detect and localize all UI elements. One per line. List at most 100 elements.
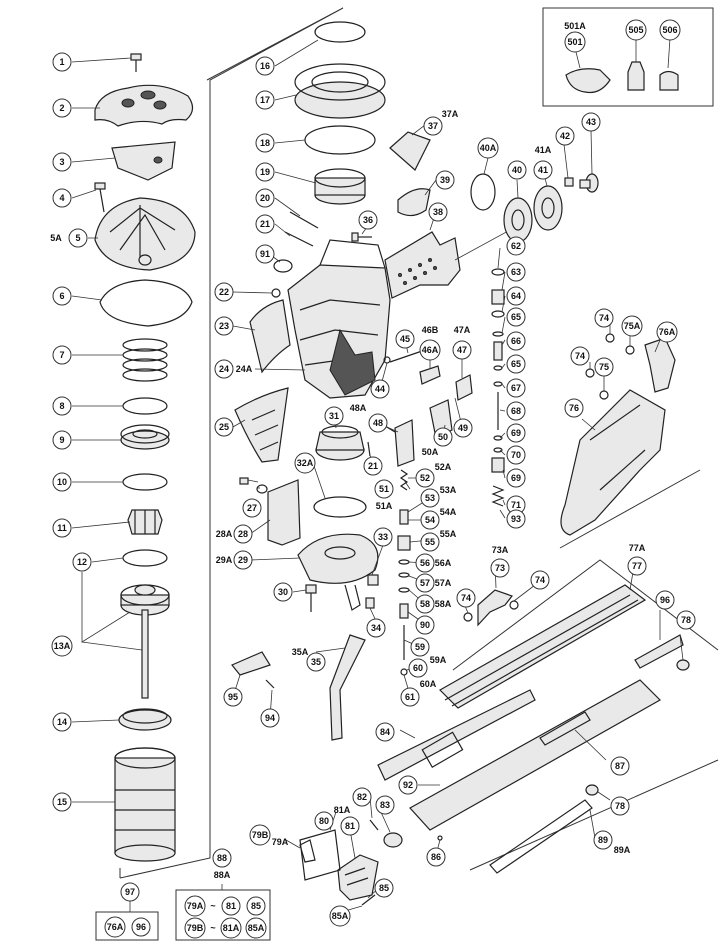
callout-63: 63: [506, 262, 526, 282]
svg-text:61: 61: [405, 692, 415, 702]
svg-text:27: 27: [247, 503, 257, 513]
svg-text:41A: 41A: [535, 145, 552, 155]
svg-text:81A: 81A: [223, 923, 240, 933]
svg-text:58A: 58A: [435, 599, 452, 609]
svg-text:~: ~: [210, 923, 215, 933]
svg-text:58: 58: [420, 599, 430, 609]
callout-65b: 65: [506, 354, 526, 374]
svg-text:95: 95: [228, 692, 238, 702]
svg-text:97: 97: [125, 887, 135, 897]
callout-46a: 46A: [419, 339, 441, 361]
callout-59a: 59A: [430, 655, 447, 665]
exhaust-38: [384, 231, 461, 299]
accessories: [565, 61, 679, 94]
callout-78b: 78: [610, 796, 630, 816]
callout-37a: 37A: [442, 109, 459, 119]
svg-text:20: 20: [260, 193, 270, 203]
callout-87: 87: [610, 756, 630, 776]
cover-25: [234, 387, 289, 463]
part-79b: [299, 839, 316, 863]
svg-text:35: 35: [311, 657, 321, 667]
callout-1: 1: [52, 52, 72, 72]
callout-74d: 74: [456, 588, 476, 608]
callout-54: 54: [420, 510, 440, 530]
callout-6: 6: [52, 286, 72, 306]
callout-95: 95: [223, 687, 243, 707]
piston-bumper-17: [294, 63, 386, 119]
part-33: [367, 574, 379, 586]
svg-text:23: 23: [219, 321, 229, 331]
svg-text:91: 91: [260, 249, 270, 259]
svg-text:31: 31: [329, 411, 339, 421]
screw-78: [676, 659, 690, 671]
svg-text:18: 18: [260, 138, 270, 148]
callout-16: 16: [255, 56, 275, 76]
callout-28a: 28A: [216, 529, 233, 539]
svg-text:73: 73: [495, 563, 505, 573]
callout-25: 25: [214, 417, 234, 437]
callout-36: 36: [358, 210, 378, 230]
callout-57a: 57A: [435, 578, 452, 588]
safety-glasses-501: [565, 68, 611, 94]
svg-text:96: 96: [660, 595, 670, 605]
callout-55: 55: [420, 532, 440, 552]
callout-70: 70: [506, 445, 526, 465]
callout-5a: 5A: [50, 233, 62, 243]
svg-text:40A: 40A: [480, 143, 497, 153]
callout-96: 96: [655, 590, 675, 610]
callout-69b: 69: [506, 468, 526, 488]
svg-text:29: 29: [238, 555, 248, 565]
svg-text:14: 14: [57, 717, 67, 727]
cylinder-cap-5: [94, 197, 196, 271]
svg-text:25: 25: [219, 422, 229, 432]
callout-93: 93: [506, 509, 526, 529]
svg-text:21: 21: [260, 219, 270, 229]
bracket-28: [267, 479, 301, 546]
svg-text:71: 71: [511, 500, 521, 510]
accessories-box: [542, 7, 714, 107]
callout-62: 62: [506, 236, 526, 256]
svg-text:85: 85: [251, 901, 261, 911]
svg-text:64: 64: [511, 291, 521, 301]
svg-text:75: 75: [599, 362, 609, 372]
callout-89a: 89A: [614, 845, 631, 855]
callout-37: 37: [423, 116, 443, 136]
o-ring-32a: [313, 496, 367, 518]
svg-text:78: 78: [681, 615, 691, 625]
callout-46b: 46B: [422, 325, 439, 335]
part-91: [273, 259, 293, 273]
svg-text:5: 5: [75, 233, 80, 243]
callout-34: 34: [366, 618, 386, 638]
callout-3: 3: [52, 152, 72, 172]
callout-24: 24: [214, 359, 234, 379]
svg-text:94: 94: [265, 713, 275, 723]
callout-501: 501: [564, 31, 586, 53]
callout-77a: 77A: [629, 543, 646, 553]
callout-19: 19: [255, 162, 275, 182]
svg-text:46A: 46A: [422, 345, 439, 355]
callout-75: 75: [594, 357, 614, 377]
svg-text:501: 501: [567, 37, 582, 47]
callout-43: 43: [581, 112, 601, 132]
callout-65: 65: [506, 307, 526, 327]
callout-7: 7: [52, 345, 72, 365]
callout-18: 18: [255, 133, 275, 153]
callout-85a: 85A: [329, 905, 351, 927]
callout-12: 12: [72, 552, 92, 572]
svg-text:65: 65: [511, 312, 521, 322]
o-ring-12: [122, 549, 168, 567]
callout-28: 28: [233, 524, 253, 544]
svg-text:41: 41: [538, 165, 548, 175]
svg-text:68: 68: [511, 406, 521, 416]
kit-97-box: [95, 911, 159, 941]
svg-text:55A: 55A: [440, 529, 457, 539]
callout-90: 90: [415, 615, 435, 635]
callout-52a: 52A: [435, 462, 452, 472]
svg-text:54A: 54A: [440, 507, 457, 517]
svg-text:36: 36: [363, 215, 373, 225]
svg-text:52: 52: [420, 473, 430, 483]
svg-text:17: 17: [260, 95, 270, 105]
latch-76a: [644, 337, 676, 393]
callout-74b: 74: [570, 346, 590, 366]
cap-39: [397, 188, 431, 217]
